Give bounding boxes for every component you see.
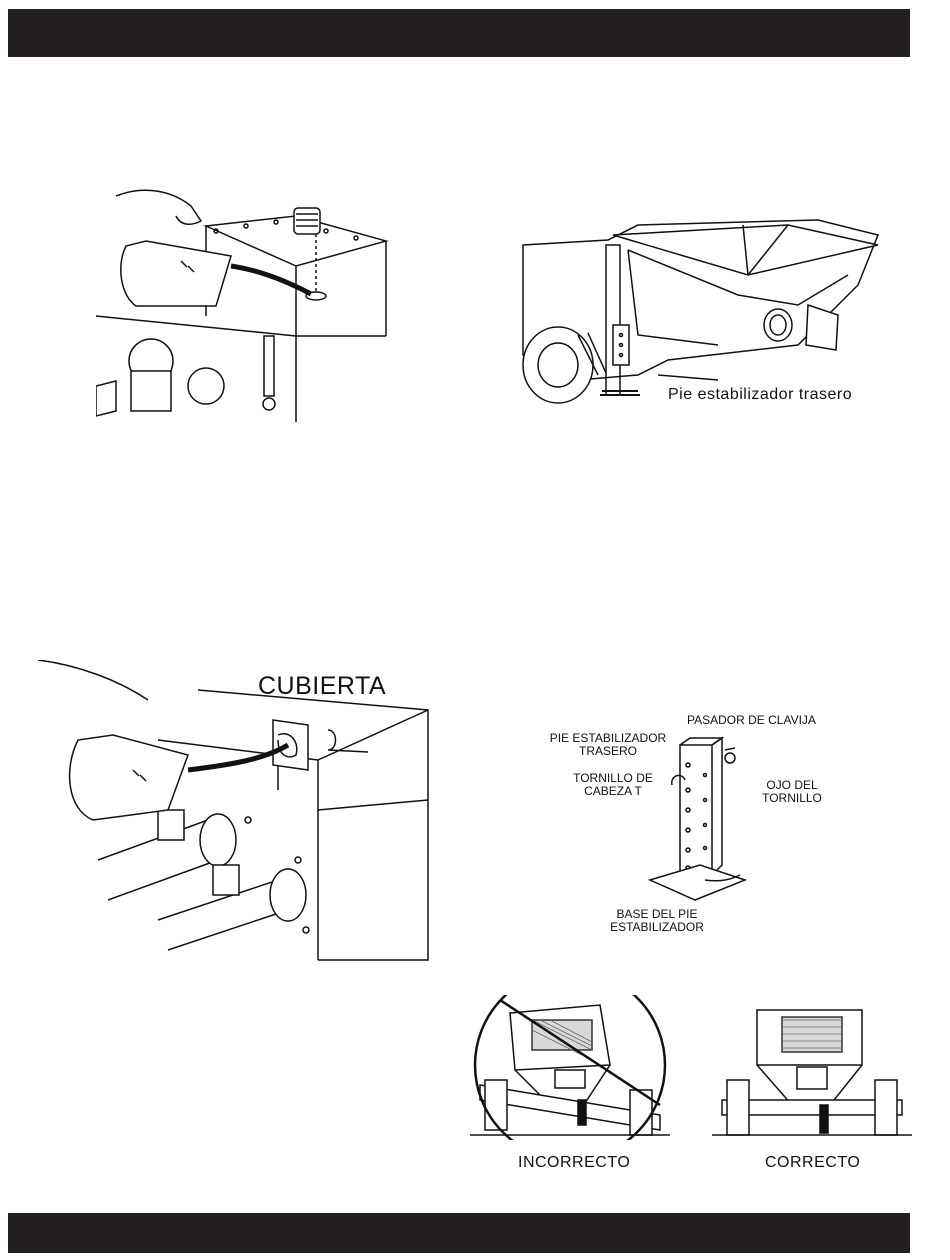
pin-label: PASADOR DE CLAVIJA	[687, 714, 816, 727]
header-bar	[8, 9, 910, 57]
bolt-eye-label: OJO DEL TORNILLO	[752, 779, 832, 805]
stand-label: PIE ESTABILIZADOR TRASERO	[548, 732, 668, 758]
cover-pour-illustration	[38, 660, 438, 966]
rear-stand-machine-illustration	[518, 205, 880, 405]
stand-base-label: BASE DEL PIE ESTABILIZADOR	[592, 908, 722, 934]
correct-illustration	[712, 1005, 912, 1140]
footer-bar	[8, 1213, 910, 1253]
incorrect-illustration	[470, 995, 670, 1140]
incorrect-label: INCORRECTO	[518, 1154, 630, 1172]
cover-label: CUBIERTA	[258, 672, 386, 701]
oil-fill-illustration	[96, 186, 396, 422]
rear-stand-label: Pie estabilizador trasero	[668, 386, 852, 404]
t-bolt-label: TORNILLO DE CABEZA T	[563, 772, 663, 798]
correct-label: CORRECTO	[765, 1154, 860, 1172]
